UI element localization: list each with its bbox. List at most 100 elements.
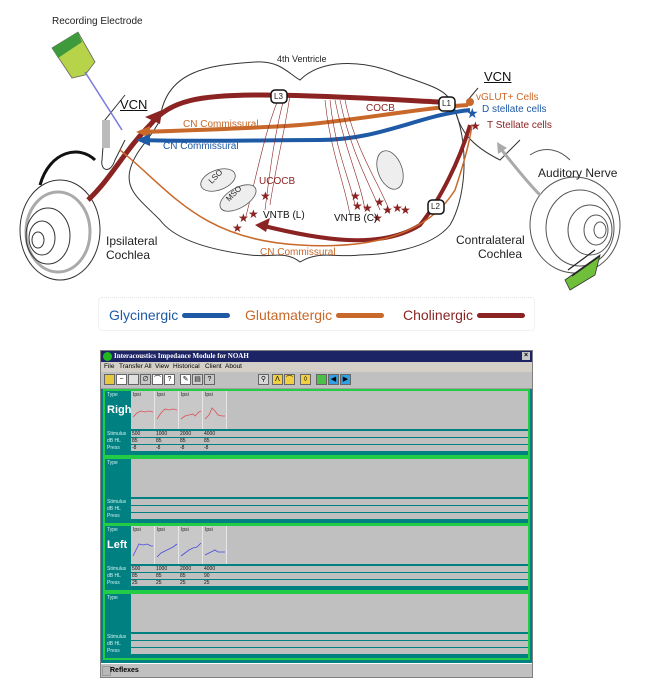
graph-area — [131, 594, 528, 632]
recording-electrode-label: Recording Electrode — [52, 16, 143, 27]
press-value: -8 — [132, 445, 137, 451]
svg-text:★: ★ — [238, 211, 249, 225]
stimulus-value: 500 — [132, 431, 141, 437]
reflex-column[interactable]: Ipsi — [203, 526, 227, 564]
bulb-icon[interactable]: ◊ — [300, 374, 311, 385]
stimulus-value: 500 — [132, 566, 141, 572]
svg-text:★: ★ — [372, 211, 383, 225]
stimulus-value: 2000 — [180, 566, 192, 572]
cn-commissural-orange-top-label: CN Commissural — [183, 119, 259, 130]
row-label-press: Press — [107, 580, 120, 586]
ipsilateral-cochlea — [19, 150, 101, 281]
row-db_hl — [131, 505, 528, 512]
reflex-column[interactable]: Ipsi — [131, 526, 155, 564]
reflex-grid — [131, 594, 528, 658]
legend-label: Glycinergic — [109, 307, 179, 323]
svg-text:★: ★ — [466, 105, 479, 121]
reflex-column[interactable]: Ipsi — [203, 391, 227, 429]
reflex-trace — [132, 410, 154, 418]
reflex-trace — [156, 543, 178, 558]
curve-icon[interactable]: ⌒ — [152, 374, 163, 385]
cn-commissural-blue-label: CN Commissural — [163, 141, 239, 152]
menu-about[interactable]: About — [225, 363, 242, 370]
help-box-icon[interactable]: ? — [164, 374, 175, 385]
reflex-column[interactable]: Ipsi — [179, 526, 203, 564]
type-label: Ipsi — [157, 392, 165, 398]
square-icon[interactable] — [316, 374, 327, 385]
arrow-left-icon[interactable]: ◀ — [328, 374, 339, 385]
reflex-column[interactable]: Ipsi — [155, 391, 179, 429]
menu-bar: File Transfer All View Historical Client… — [101, 362, 532, 372]
row-label-press: Press — [107, 648, 120, 654]
question-icon[interactable]: ? — [204, 374, 215, 385]
row-label-stimulus: Stimulus — [107, 499, 127, 505]
vcn-left-fill — [102, 120, 110, 148]
reflex-trace — [156, 408, 178, 420]
row-label-type: Type — [107, 527, 118, 533]
db_hl-value: 85 — [180, 573, 186, 579]
peak-icon[interactable]: Λ — [272, 374, 283, 385]
ear-side-label: Left — [107, 539, 128, 551]
menu-file[interactable]: File — [104, 363, 115, 370]
reflex-trace — [180, 542, 202, 557]
dip-icon[interactable]: ⌒ — [284, 374, 295, 385]
ucocb-label: UCOCB — [259, 176, 296, 187]
svg-text:★: ★ — [382, 203, 393, 217]
db_hl-value: 85 — [156, 573, 162, 579]
legend-swatch — [477, 312, 526, 318]
brainstem-outline — [128, 61, 465, 263]
legend-label: Cholinergic — [403, 307, 474, 323]
db_hl-value: 85 — [180, 438, 186, 444]
ipsilateral-cochlea-label: Cochlea — [106, 248, 151, 262]
reflex-column[interactable]: Ipsi — [179, 391, 203, 429]
disabled-icon[interactable]: ∅ — [140, 374, 151, 385]
title-bar[interactable]: Interacoustics Impedance Module for NOAH… — [101, 351, 532, 362]
close-icon[interactable]: × — [522, 352, 530, 360]
auditory-nerve-arrow — [498, 147, 542, 197]
row-label-type: Type — [107, 392, 118, 398]
reflex-trace — [204, 407, 225, 420]
type-label: Ipsi — [133, 527, 141, 533]
l2-label: L2 — [431, 202, 440, 211]
vcn-left-outline — [101, 94, 126, 170]
legend-item-glutamatergic: Glutamatergic — [245, 307, 385, 323]
type-label: Ipsi — [133, 392, 141, 398]
vntb-c-label: VNTB (C) — [334, 213, 378, 224]
svg-text:★: ★ — [470, 119, 481, 133]
contralateral-cochlea-label: Cochlea — [478, 247, 523, 261]
svg-text:★: ★ — [392, 201, 403, 215]
row-stimulus — [131, 633, 528, 640]
svg-text:★: ★ — [362, 201, 373, 215]
row-label-db_hl: dB HL — [107, 506, 121, 512]
cholinergic-pathway-top — [86, 92, 441, 202]
menu-client[interactable]: Client — [205, 363, 222, 370]
document-icon[interactable]: ▤ — [192, 374, 203, 385]
stimulus-value: 1000 — [156, 566, 168, 572]
reflex-column[interactable]: Ipsi — [155, 526, 179, 564]
svg-text:★: ★ — [352, 199, 363, 213]
edit-icon[interactable]: ✎ — [180, 374, 191, 385]
print-icon[interactable] — [128, 374, 139, 385]
menu-transfer-all[interactable]: Transfer All — [119, 363, 152, 370]
reflex-column[interactable]: Ipsi — [131, 391, 155, 429]
reflex-trace — [132, 543, 153, 557]
menu-historical[interactable]: Historical — [173, 363, 200, 370]
legend-item-glycinergic: Glycinergic — [109, 307, 231, 323]
speaker-icon — [564, 254, 601, 291]
vglut-cell-icon — [466, 98, 474, 106]
db_hl-value: 85 — [156, 438, 162, 444]
press-value: 25 — [132, 580, 138, 586]
graph-icon[interactable]: ~ — [116, 374, 127, 385]
open-icon[interactable] — [104, 374, 115, 385]
probe-icon[interactable]: ⚲ — [258, 374, 269, 385]
menu-view[interactable]: View — [155, 363, 169, 370]
d-stellate-label: D stellate cells — [482, 104, 547, 115]
reflexes-tab[interactable]: Reflexes — [110, 667, 139, 674]
arrow-right-icon[interactable]: ▶ — [340, 374, 351, 385]
